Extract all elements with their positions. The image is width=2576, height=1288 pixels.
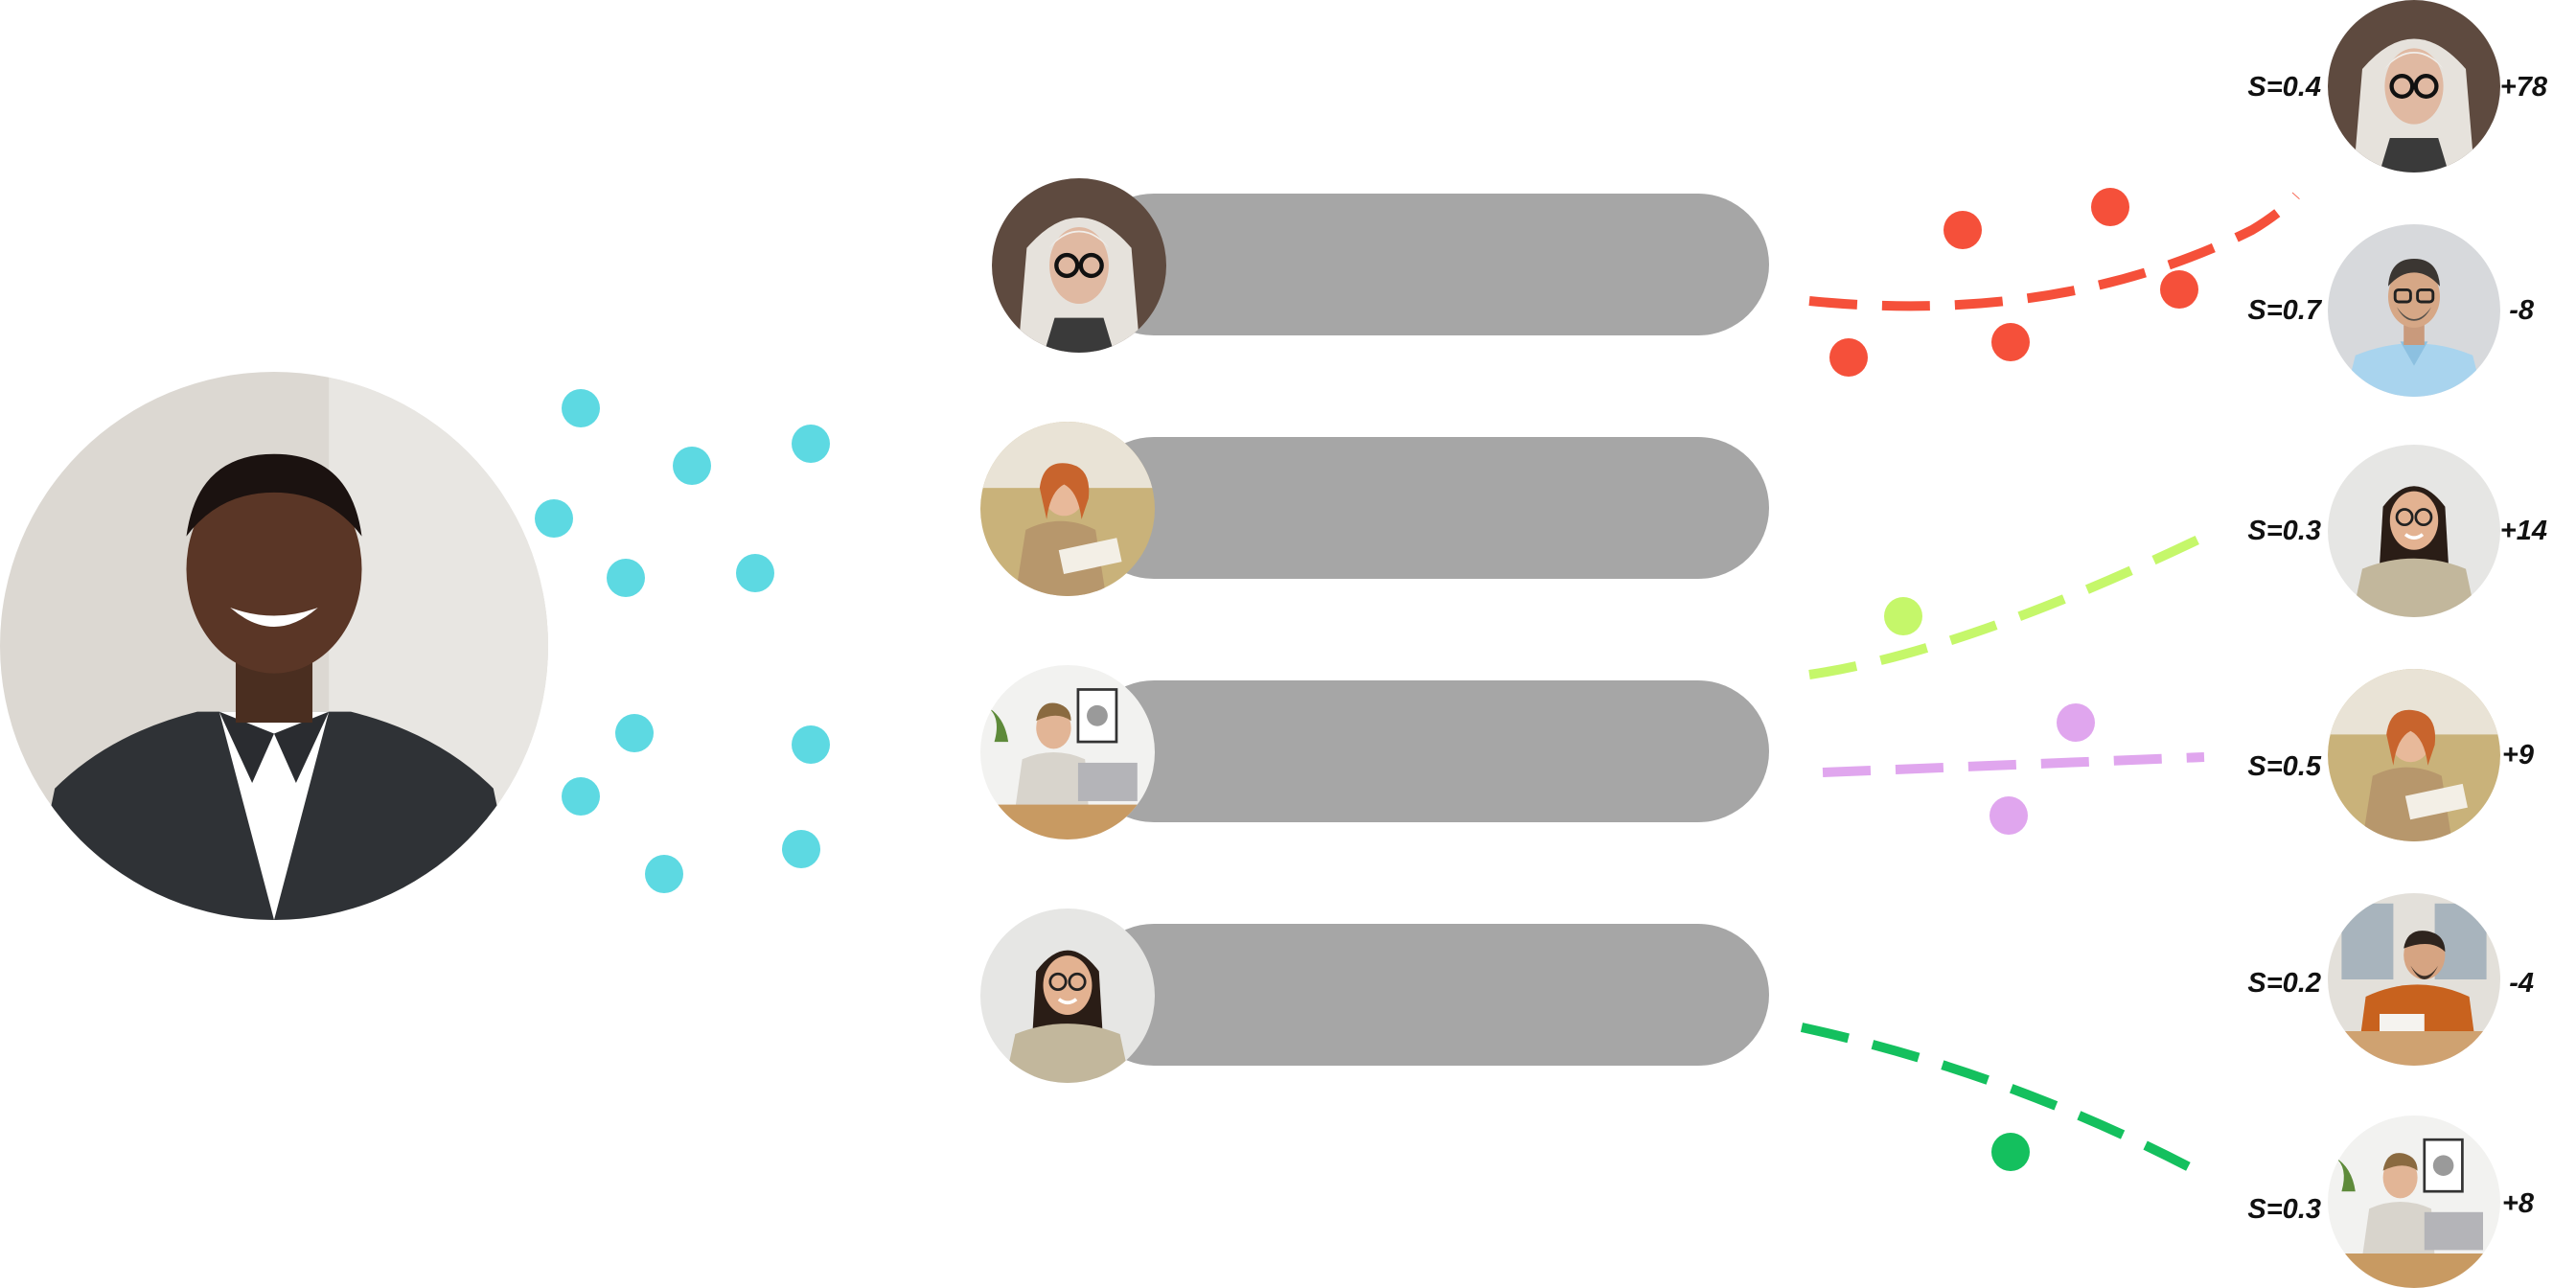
query-dot-2 xyxy=(673,447,711,485)
lavender-dot-1 xyxy=(2057,703,2095,742)
lime-dot-1 xyxy=(1884,597,1922,635)
query-dot-10 xyxy=(782,830,820,868)
query-dot-4 xyxy=(535,499,573,538)
lavender-flow-line xyxy=(1823,757,2204,772)
query-dot-1 xyxy=(562,389,600,427)
query-embedding-dots xyxy=(535,389,830,893)
query-dot-3 xyxy=(792,425,830,463)
red-dot-2 xyxy=(2091,188,2129,226)
red-dot-5 xyxy=(1991,323,2030,361)
red-dot-1 xyxy=(1944,211,1982,249)
red-dot-4 xyxy=(1829,338,1868,377)
query-dot-5 xyxy=(607,559,645,597)
red-dot-3 xyxy=(2160,270,2198,309)
green-dot-1 xyxy=(1991,1133,2030,1171)
query-dot-8 xyxy=(792,725,830,764)
red-flow-line xyxy=(1809,196,2296,306)
lime-flow-line xyxy=(1809,537,2204,675)
query-dot-7 xyxy=(615,714,654,752)
lavender-dot-2 xyxy=(1990,796,2028,835)
query-dot-11 xyxy=(645,855,683,893)
query-dot-6 xyxy=(736,554,774,592)
query-dot-9 xyxy=(562,777,600,816)
